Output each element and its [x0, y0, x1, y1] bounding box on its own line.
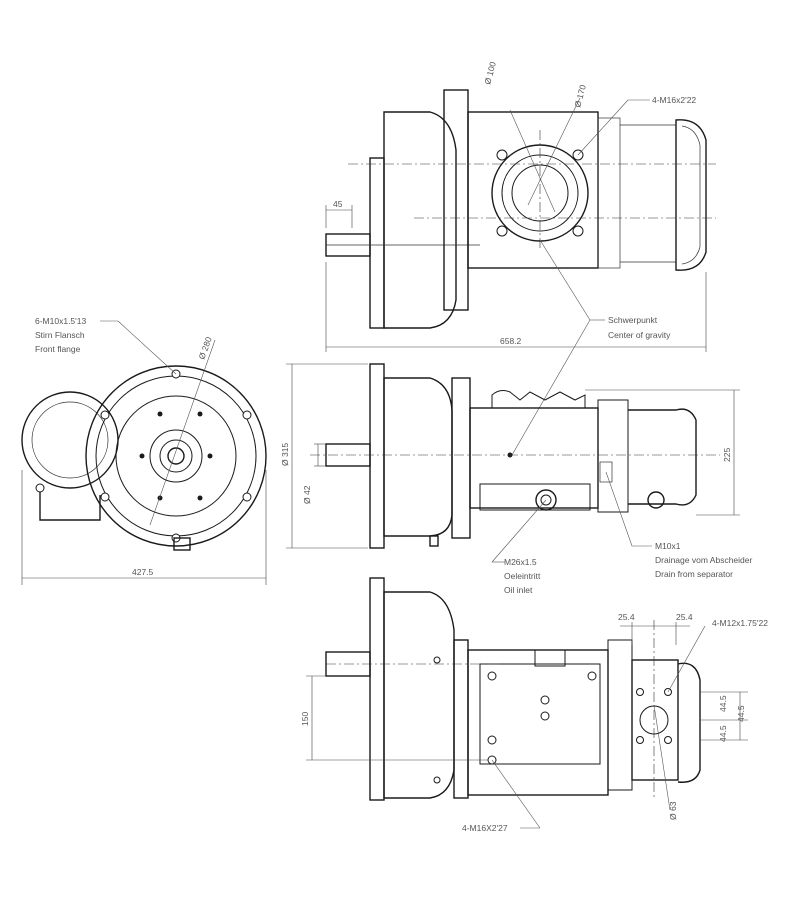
- dim-len658: 658.2: [500, 336, 522, 346]
- dim-h225: 225: [722, 448, 732, 462]
- dim-h445a: 44.5: [718, 695, 728, 712]
- label-front-thread: 6-M10x1.5'13: [35, 316, 87, 326]
- dim-d280: Ø 280: [196, 335, 213, 360]
- label-bottom-thread: 4-M16X2'27: [462, 823, 508, 833]
- dim-d315: Ø 315: [280, 443, 290, 466]
- dim-d42: Ø 42: [302, 485, 312, 504]
- dim-d100: Ø 100: [482, 60, 498, 85]
- label-bottom-right-thread: 4-M12x1.75'22: [712, 618, 768, 628]
- label-oil-de: Oeleintritt: [504, 571, 541, 581]
- bottom-view: [306, 577, 748, 829]
- label-drain-thread: M10x1: [655, 541, 681, 551]
- dim-d170: Ø 170: [572, 83, 588, 108]
- dim-d63: Ø 63: [668, 801, 678, 820]
- dim-h445c: 44.5: [718, 725, 728, 742]
- label-front-en: Front flange: [35, 344, 81, 354]
- label-cog-de: Schwerpunkt: [608, 315, 658, 325]
- dim-len427: 427.5: [132, 567, 154, 577]
- label-oil-en: Oil inlet: [504, 585, 533, 595]
- label-cog-en: Center of gravity: [608, 330, 671, 340]
- dim-len45: 45: [333, 199, 343, 209]
- label-front-de: Stirn Flansch: [35, 330, 85, 340]
- label-drain-de: Drainage vom Abscheider: [655, 555, 753, 565]
- front-view: [21, 320, 267, 585]
- side-view: [286, 363, 740, 563]
- label-drain-en: Drain from separator: [655, 569, 733, 579]
- top-view: [325, 89, 716, 456]
- dim-w254a: 25.4: [618, 612, 635, 622]
- dim-w254b: 25.4: [676, 612, 693, 622]
- label-oil-thread: M26x1.5: [504, 557, 537, 567]
- label-top-thread: 4-M16x2'22: [652, 95, 696, 105]
- dim-h150: 150: [300, 712, 310, 726]
- dim-h445b: 44.5: [736, 705, 746, 722]
